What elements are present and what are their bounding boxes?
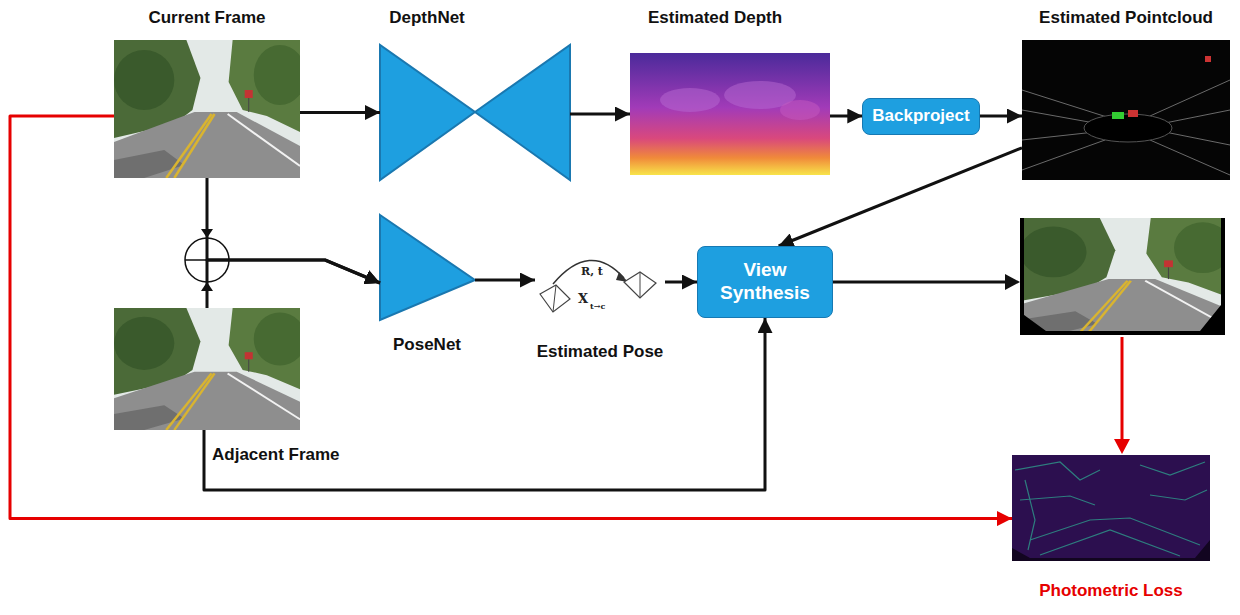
point-row	[1165, 132, 1230, 145]
object-point	[1205, 56, 1211, 62]
figure-label: X	[578, 292, 588, 305]
heading-label: DepthNet	[389, 8, 465, 28]
flow-arrow	[475, 279, 535, 282]
pointcloud: Estimated Pointcloud	[1022, 40, 1230, 180]
depth-map-image	[630, 53, 830, 175]
point-row	[1022, 140, 1105, 170]
figure-label: R, t	[581, 266, 603, 277]
loss-arrow	[1121, 337, 1124, 441]
camera-frame-image	[114, 308, 306, 430]
arrow-head	[1005, 274, 1020, 290]
loss-edge	[1140, 462, 1205, 475]
point-row	[1160, 110, 1230, 124]
output-arrow	[833, 281, 1007, 284]
point-row	[1150, 140, 1230, 175]
loss-edge	[1025, 480, 1035, 550]
invalid-region	[1020, 300, 1225, 335]
heading-label: Estimated Depth	[648, 8, 782, 28]
flow-arrow	[207, 178, 380, 283]
loss-edges	[1015, 462, 1207, 556]
frustum-edge	[640, 272, 641, 298]
point-row	[1150, 80, 1230, 116]
network-block: PoseNet	[380, 215, 475, 320]
flow-arrow	[204, 318, 765, 490]
loss-edge	[1015, 462, 1100, 480]
flow-arrow	[10, 116, 1012, 519]
heading-label: Estimated Pointcloud	[1039, 8, 1213, 28]
figure-label: t→c	[590, 302, 605, 310]
encoder-shape	[380, 45, 475, 180]
flow-arrow	[779, 148, 1022, 246]
heading-label: PoseNet	[393, 335, 461, 355]
camera-frame: Current Frame	[114, 40, 300, 178]
point-rows	[1022, 80, 1230, 175]
heading-label: Current Frame	[148, 8, 265, 28]
depth-blob	[660, 88, 720, 112]
box-label: Backproject	[872, 106, 969, 126]
loss-edge	[1040, 530, 1180, 556]
flow-arrow	[665, 281, 697, 284]
decoder-shape	[475, 45, 570, 180]
heading-label: Estimated Pose	[537, 342, 664, 362]
heading-label: Photometric Loss	[1039, 581, 1183, 601]
invalid-region	[1221, 218, 1225, 335]
loss-border	[1012, 540, 1210, 561]
frustum-edge	[553, 285, 556, 312]
loss-map-image	[1012, 455, 1210, 561]
pointcloud-image	[1022, 40, 1230, 180]
point-row	[1022, 132, 1095, 140]
flow-arrow	[207, 260, 380, 308]
flow-arrow	[980, 115, 1022, 118]
arrow-head	[1114, 439, 1130, 454]
flow-arrow	[830, 115, 862, 118]
posenet-shape	[380, 215, 475, 320]
camera-frustum	[624, 272, 656, 298]
occlusion-hole	[1084, 114, 1172, 142]
point-row	[1022, 90, 1110, 118]
network-block: DepthNet	[380, 45, 570, 180]
camera-frame: Adjacent Frame	[114, 308, 300, 430]
box-label: View Synthesis	[707, 259, 823, 305]
flow-arrow	[570, 113, 630, 116]
object-point	[1112, 112, 1124, 119]
depth-map: Estimated Depth	[630, 53, 830, 175]
synthesized-image	[1020, 218, 1232, 335]
object-point	[1128, 110, 1138, 117]
camera-frustum	[540, 285, 570, 312]
process-box: Backproject	[862, 98, 979, 135]
process-box: View Synthesis	[697, 246, 833, 318]
camera-frame-image	[114, 40, 306, 178]
depth-blob	[780, 100, 820, 120]
transform-arc	[553, 260, 624, 284]
loss-map: Photometric Loss	[1012, 455, 1210, 561]
invalid-region	[1020, 218, 1024, 335]
heading-label: Adjacent Frame	[212, 445, 340, 465]
flow-arrow	[300, 111, 380, 114]
loss-edge	[1150, 490, 1207, 500]
